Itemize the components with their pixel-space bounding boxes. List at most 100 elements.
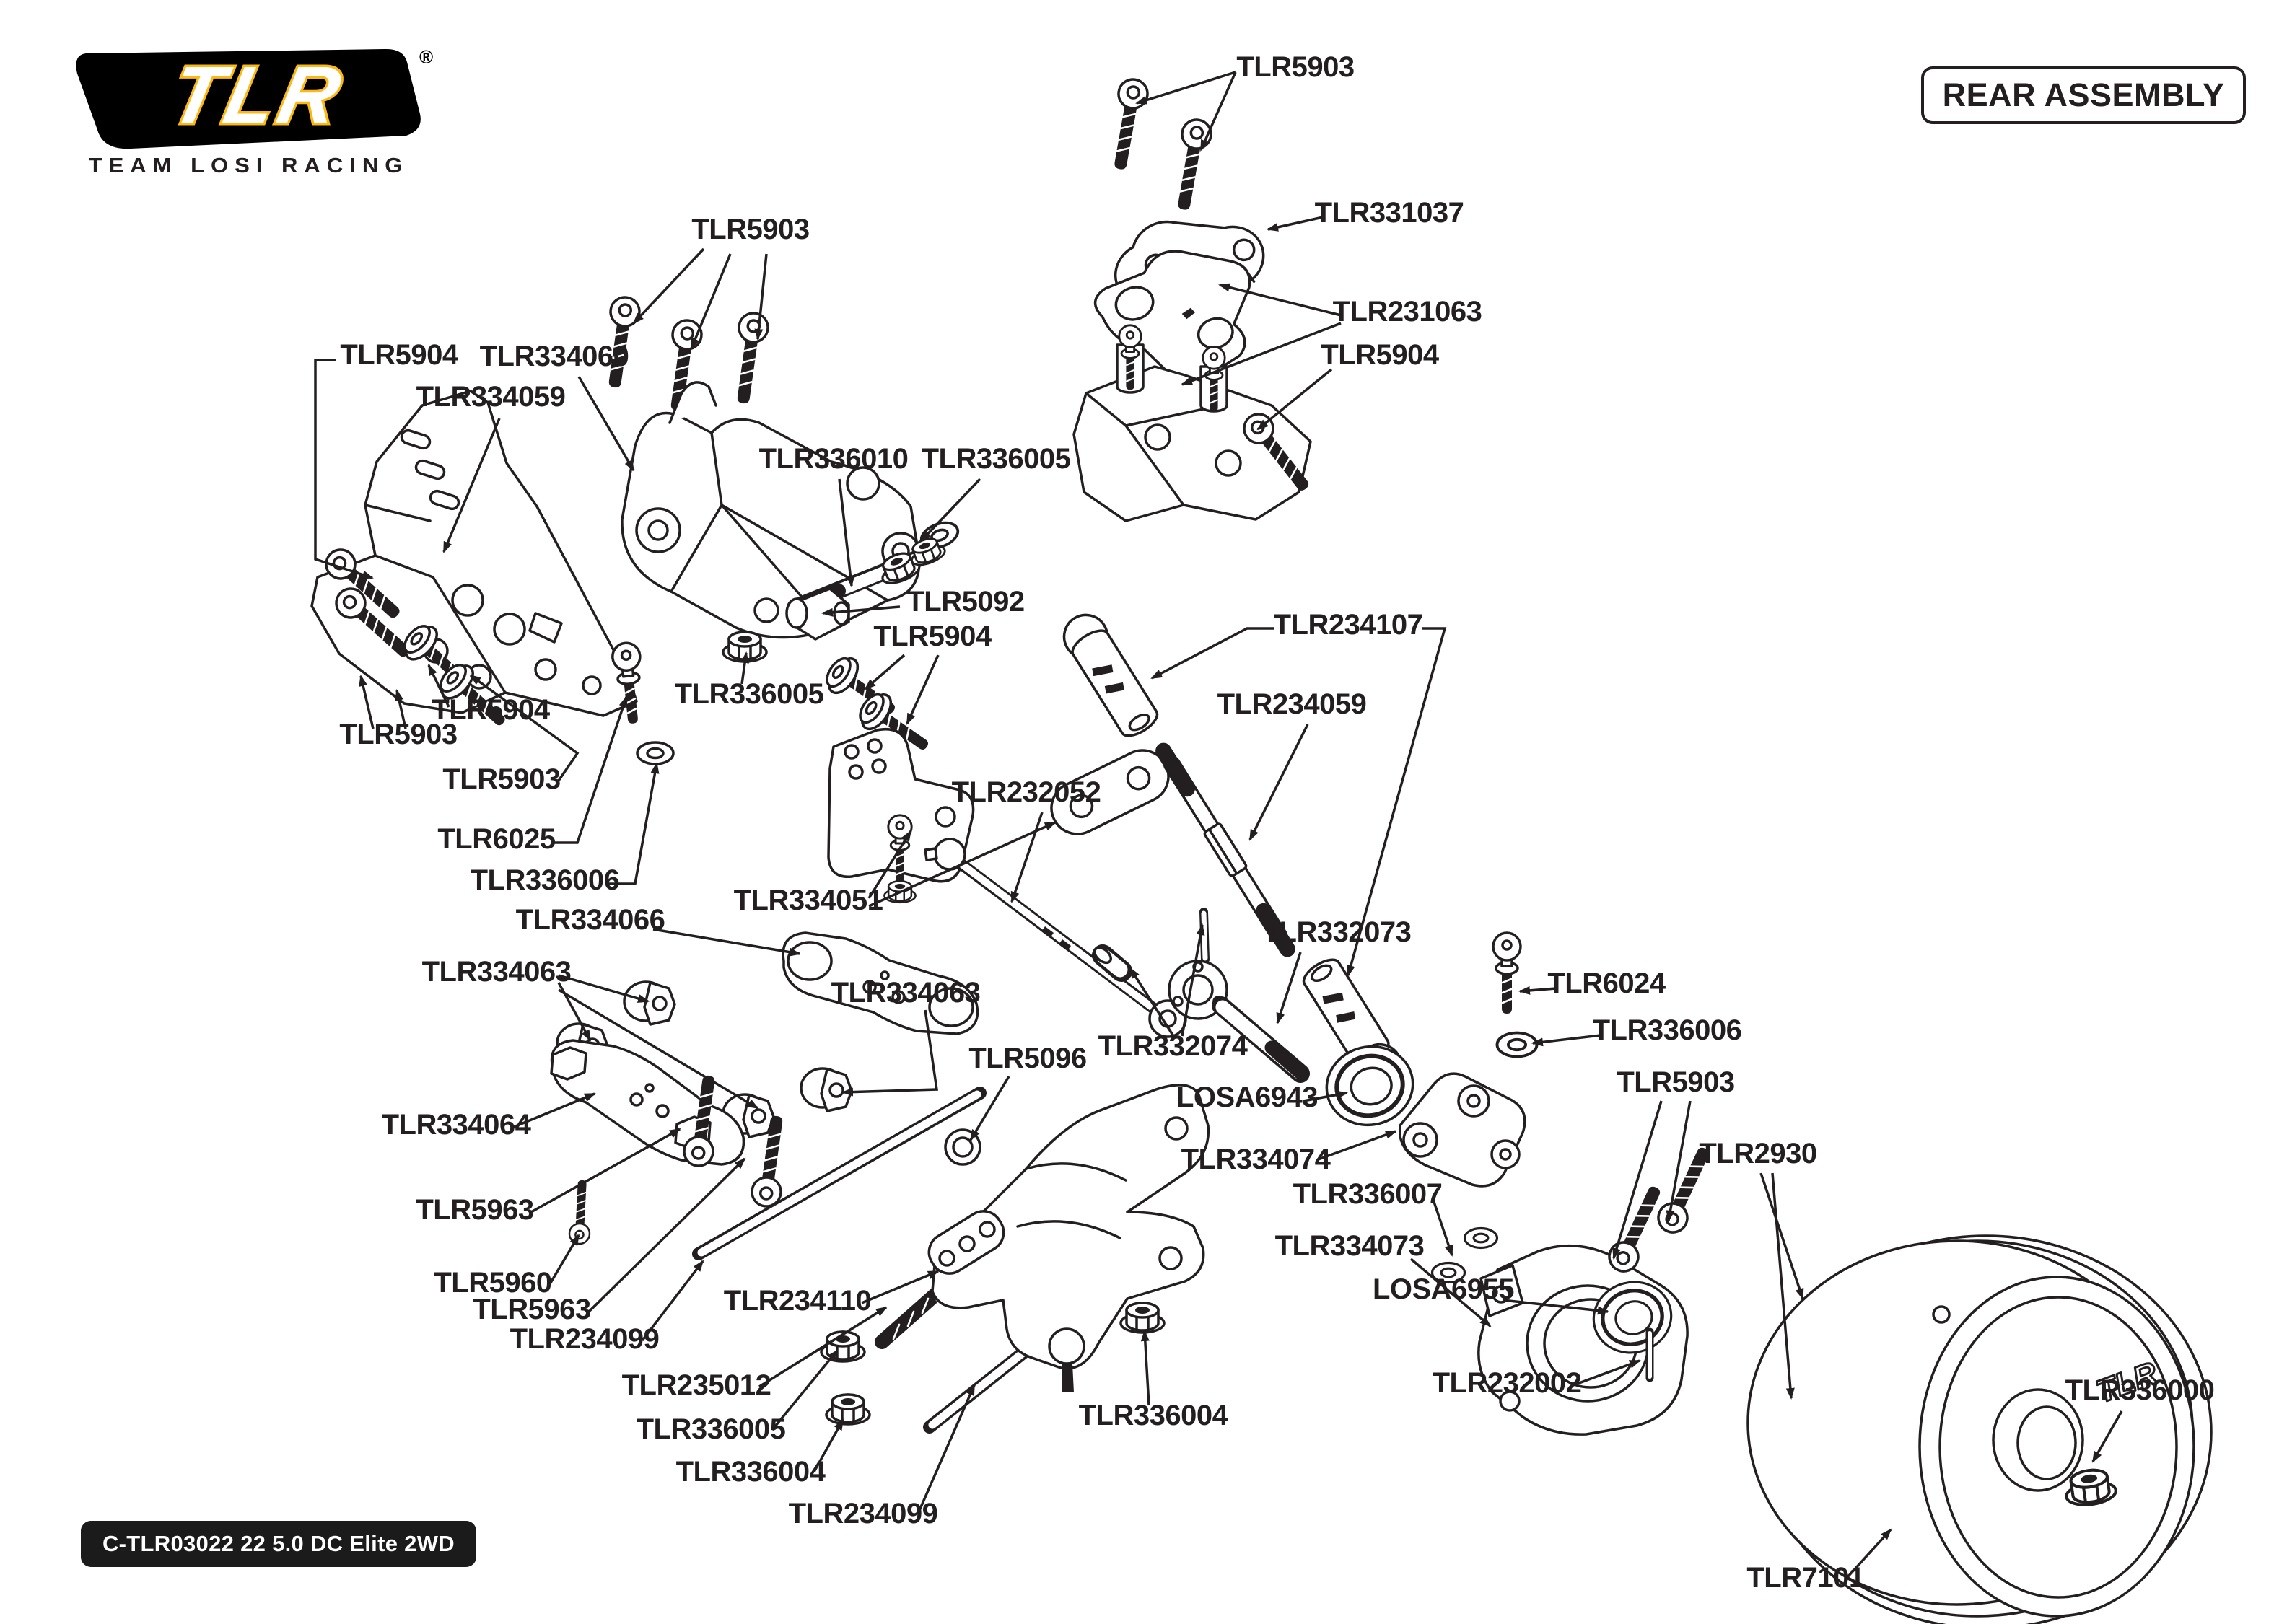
leader-line bbox=[469, 674, 580, 784]
leader-line bbox=[1502, 1299, 1609, 1315]
part-label-tlr232002: TLR232002 bbox=[1433, 1367, 1582, 1399]
logo-background-shape bbox=[76, 48, 421, 149]
leader-line bbox=[513, 1092, 596, 1128]
leader-line bbox=[868, 821, 1057, 908]
leader-line bbox=[608, 762, 660, 885]
part-spacer-tlr332074 bbox=[1092, 944, 1132, 982]
leader-line bbox=[314, 359, 374, 579]
logo-subtitle: TEAM LOSI RACING bbox=[88, 154, 409, 177]
leader-line bbox=[821, 605, 901, 617]
leader-line bbox=[641, 1260, 704, 1342]
part-label-tlr336005: TLR336005 bbox=[922, 443, 1071, 475]
leader-line bbox=[1150, 627, 1274, 680]
part-bushing-tlr5092 bbox=[785, 587, 850, 641]
leader-line bbox=[906, 654, 940, 725]
part-label-tlr5904: TLR5904 bbox=[340, 339, 458, 371]
leader-line bbox=[442, 418, 501, 553]
part-label-losa6955: LOSA6955 bbox=[1373, 1273, 1514, 1305]
part-pin bbox=[1199, 908, 1210, 964]
part-label-tlr5903: TLR5903 bbox=[1617, 1066, 1734, 1098]
part-label-tlr5903: TLR5903 bbox=[339, 719, 457, 750]
leader-line bbox=[758, 1306, 888, 1388]
part-label-tlr2930: TLR2930 bbox=[1699, 1138, 1816, 1169]
part-label-tlr231063: TLR231063 bbox=[1333, 296, 1482, 328]
part-label-tlr336005: TLR336005 bbox=[675, 678, 824, 710]
leader-line bbox=[1181, 923, 1205, 1037]
leader-line bbox=[1303, 1090, 1348, 1102]
part-label-tlr332074: TLR332074 bbox=[1098, 1030, 1248, 1062]
part-suspension-arm-tlr234110 bbox=[927, 1084, 1210, 1392]
part-label-tlr235012: TLR235012 bbox=[622, 1369, 771, 1401]
washer-tlr336007 bbox=[1463, 1226, 1499, 1250]
part-label-tlr234059: TLR234059 bbox=[1217, 688, 1367, 720]
washer-tlr336006 bbox=[1495, 1031, 1539, 1058]
part-label-tlr5092: TLR5092 bbox=[906, 586, 1024, 618]
leader-line bbox=[1267, 216, 1324, 232]
ball-stud-tlr6024 bbox=[1492, 931, 1522, 1015]
part-label-tlr5963: TLR5963 bbox=[473, 1294, 590, 1325]
part-label-tlr5903: TLR5903 bbox=[1236, 51, 1354, 83]
leader-line bbox=[838, 478, 855, 587]
part-axle-tlr332073 bbox=[1168, 960, 1310, 1083]
part-label-tlr232052: TLR232052 bbox=[952, 776, 1101, 808]
bushing-tlr334063 bbox=[623, 980, 676, 1026]
leader-line bbox=[864, 654, 906, 690]
part-label-tlr6025: TLR6025 bbox=[437, 823, 555, 855]
part-label-tlr234110: TLR234110 bbox=[724, 1285, 872, 1317]
leader-line bbox=[861, 1270, 940, 1304]
part-label-tlr5904: TLR5904 bbox=[1321, 339, 1439, 371]
leader-line bbox=[1140, 1330, 1150, 1406]
leader-line bbox=[427, 664, 450, 708]
part-label-tlr336007: TLR336007 bbox=[1293, 1178, 1443, 1210]
part-label-tlr5963: TLR5963 bbox=[416, 1194, 533, 1226]
part-label-losa6943: LOSA6943 bbox=[1176, 1081, 1318, 1113]
screw-button bbox=[1168, 116, 1215, 214]
part-label-tlr334073: TLR334073 bbox=[1275, 1230, 1425, 1262]
part-label-tlr5096: TLR5096 bbox=[968, 1043, 1086, 1074]
part-hinge-pin-tlr234099 bbox=[692, 1087, 987, 1260]
part-label-tlr336006: TLR336006 bbox=[471, 864, 620, 896]
part-label-tlr5904: TLR5904 bbox=[873, 620, 992, 652]
leader-line bbox=[1846, 1528, 1892, 1579]
leader-line bbox=[1771, 1172, 1795, 1400]
leader-line bbox=[577, 376, 635, 472]
part-label-tlr6024: TLR6024 bbox=[1547, 967, 1666, 999]
leader-line bbox=[1666, 1100, 1692, 1222]
leader-line bbox=[754, 253, 768, 341]
leader-line bbox=[1612, 1100, 1663, 1260]
leader-line bbox=[1518, 986, 1557, 995]
leader-line bbox=[841, 1009, 939, 1097]
leader-line bbox=[551, 695, 628, 844]
part-label-tlr331037: TLR331037 bbox=[1315, 197, 1464, 229]
leader-line bbox=[558, 988, 759, 1110]
part-label-tlr334051: TLR334051 bbox=[734, 885, 883, 916]
leader-line bbox=[1199, 71, 1237, 152]
leader-line bbox=[1135, 71, 1236, 105]
part-label-tlr336004: TLR336004 bbox=[1079, 1400, 1229, 1431]
part-label-tlr5960: TLR5960 bbox=[434, 1267, 551, 1299]
part-label-tlr336010: TLR336010 bbox=[759, 443, 909, 475]
leader-line bbox=[359, 675, 375, 729]
leader-line bbox=[1316, 1130, 1397, 1162]
tlr-logo: TLR ® bbox=[76, 46, 433, 149]
part-label-tlr234099: TLR234099 bbox=[789, 1498, 938, 1529]
logo-registered-mark: ® bbox=[419, 46, 433, 68]
leader-line bbox=[1218, 283, 1342, 317]
leader-line bbox=[1573, 1359, 1641, 1387]
leader-line bbox=[587, 1157, 746, 1313]
leader-line bbox=[1129, 967, 1175, 1037]
part-label-tlr334066: TLR334066 bbox=[516, 904, 665, 936]
part-turnbuckle-tlr234059 bbox=[1155, 742, 1295, 957]
logo-tlr-text: TLR bbox=[163, 49, 352, 140]
leader-line bbox=[1409, 1257, 1492, 1327]
part-label-tlr336004: TLR336004 bbox=[676, 1456, 826, 1488]
bushing-tlr334063 bbox=[800, 1067, 853, 1112]
part-wheel-tlr7101: TLR bbox=[1746, 1234, 2213, 1624]
part-label-tlr334074: TLR334074 bbox=[1181, 1144, 1331, 1175]
leader-line bbox=[740, 651, 750, 685]
leader-line bbox=[652, 928, 801, 957]
leader-line bbox=[919, 478, 981, 543]
page-title: REAR ASSEMBLY bbox=[1921, 66, 2246, 124]
leader-line bbox=[558, 974, 650, 1003]
leader-line bbox=[1248, 724, 1309, 841]
